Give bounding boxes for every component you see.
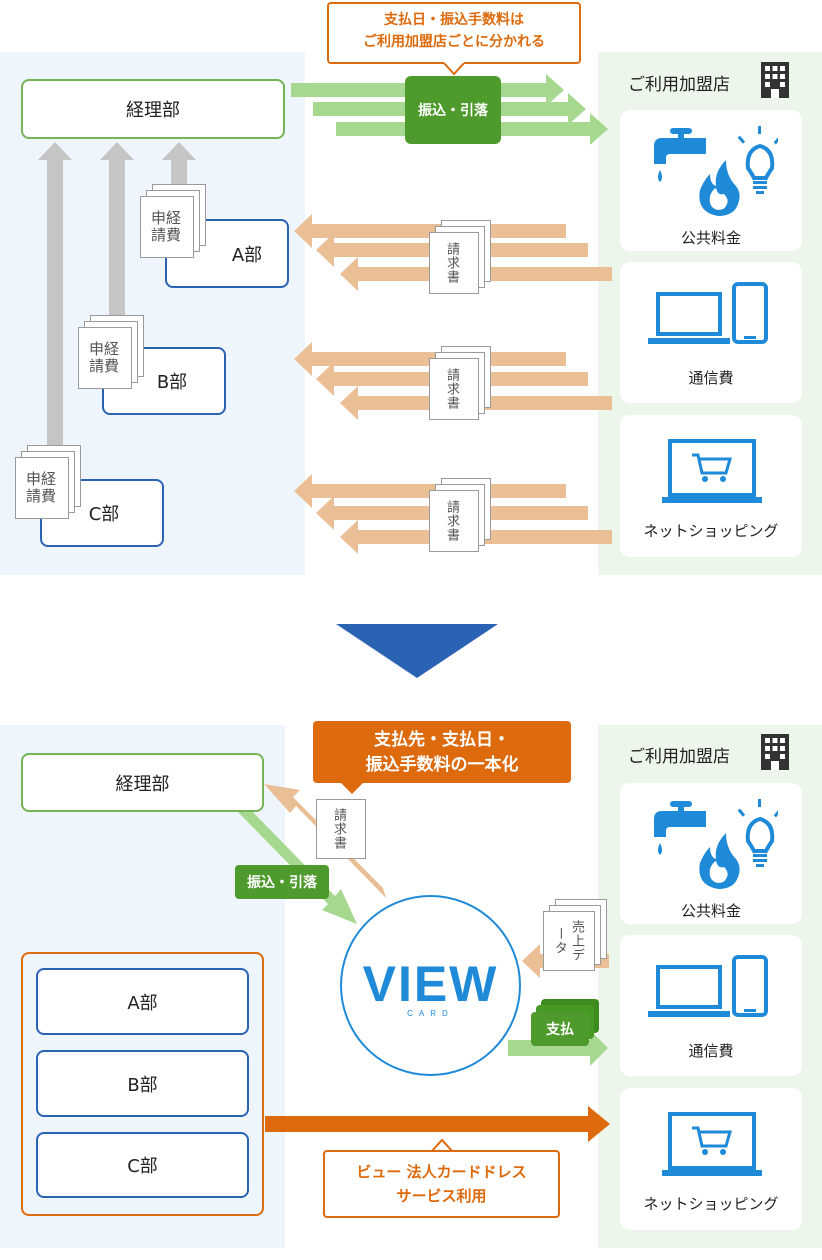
bottom-callout-pointer	[340, 782, 364, 794]
expense-doc-b-line1: 申経	[88, 340, 119, 358]
store-card-shopping-top: ネットショッピング	[620, 415, 802, 557]
building-icon	[761, 62, 789, 98]
expense-doc-c-line1: 申経	[25, 470, 56, 488]
store-card-telecom-top: 通信費	[620, 262, 802, 403]
laptop-phone-icon-bottom	[648, 955, 768, 1017]
department-c-box-bottom: C部	[36, 1132, 249, 1198]
invoice-doc-bottom-text: 請求書	[331, 808, 346, 850]
shopping-cart-laptop-icon	[662, 439, 762, 503]
building-icon-bottom	[761, 734, 789, 770]
expense-doc-a-line1: 申経	[150, 209, 181, 227]
stores-title-bottom: ご利用加盟店	[628, 747, 730, 767]
stores-title-top: ご利用加盟店	[628, 75, 730, 95]
laptop-phone-icon	[648, 282, 768, 344]
sales-data-col1: 売上	[569, 920, 584, 948]
bottom-callout-line2: 振込手数料の一本化	[365, 755, 519, 775]
shopping-cart-laptop-icon-bottom	[662, 1112, 762, 1176]
store-label-utilities-top: 公共料金	[680, 229, 741, 247]
utilities-icon-bottom	[654, 799, 778, 889]
department-a-box-bottom: A部	[36, 968, 249, 1035]
sales-data-text: 売上データ	[551, 915, 585, 967]
store-card-telecom-bottom: 通信費	[620, 935, 802, 1076]
cardless-callout-line2: サービス利用	[396, 1187, 487, 1205]
store-card-utilities-top: 公共料金	[620, 110, 802, 251]
store-label-utilities-bottom: 公共料金	[680, 902, 741, 920]
expense-arrow-b	[100, 142, 134, 318]
top-callout-line1: 支払日・振込手数料は	[384, 12, 524, 28]
sales-data-col2: データ	[552, 927, 584, 962]
invoice-arrow-a1	[294, 214, 566, 248]
store-label-shopping-bottom: ネットショッピング	[643, 1195, 779, 1213]
expense-arrow-c	[38, 142, 72, 445]
invoice-doc-a: 請求書	[429, 220, 493, 294]
store-label-telecom-bottom: 通信費	[688, 1042, 734, 1060]
invoice-doc-c: 請求書	[429, 478, 493, 552]
sales-data-doc: 売上データ	[543, 899, 607, 971]
top-callout-pointer	[442, 62, 466, 76]
cardless-callout: ビュー 法人カードドレス サービス利用	[323, 1150, 560, 1218]
invoice-doc-bottom: 請求書	[316, 799, 366, 859]
bottom-callout: 支払先・支払日・ 振込手数料の一本化	[313, 721, 571, 783]
view-card-sub: CARD	[407, 1009, 454, 1018]
accounting-box-bottom: 経理部	[21, 753, 264, 812]
payment-tag: 支払	[531, 1012, 589, 1046]
store-card-shopping-bottom: ネットショッピング	[620, 1088, 802, 1230]
expense-claim-doc-b: 申経 請費	[78, 315, 144, 389]
payment-arrow	[508, 1030, 608, 1066]
view-card-circle: VIEW CARD	[340, 895, 521, 1076]
transfer-tag-bottom: 振込・引落	[235, 865, 329, 899]
invoice-doc-b: 請求書	[429, 346, 493, 420]
cardless-arrow	[265, 1106, 610, 1142]
accounting-box-top: 経理部	[21, 79, 285, 139]
store-card-utilities-bottom: 公共料金	[620, 783, 802, 924]
top-callout-line2: ご利用加盟店ごとに分かれる	[363, 34, 545, 50]
department-b-box-bottom: B部	[36, 1050, 249, 1117]
cardless-callout-pointer	[430, 1138, 454, 1152]
expense-claim-doc-a: 申経 請費	[140, 184, 206, 258]
expense-claim-doc-c: 申経 請費	[15, 445, 81, 519]
invoice-doc-c-text: 請求書	[444, 500, 459, 542]
transition-arrow	[336, 624, 498, 678]
store-label-shopping-top: ネットショッピング	[643, 522, 779, 540]
expense-doc-a-line2: 請費	[150, 226, 181, 244]
cardless-callout-line1: ビュー 法人カードドレス	[356, 1163, 527, 1181]
view-card-logo: VIEW	[362, 956, 499, 1012]
utilities-icon	[654, 126, 778, 216]
departments-group	[21, 952, 264, 1216]
expense-doc-c-line2: 請費	[25, 487, 56, 505]
transfer-tag-top: 振込・引落	[405, 76, 501, 144]
bottom-callout-line1: 支払先・支払日・	[374, 730, 510, 750]
invoice-doc-a-text: 請求書	[444, 242, 459, 284]
invoice-to-accounting-arrow	[264, 784, 386, 898]
invoice-doc-b-text: 請求書	[444, 368, 459, 410]
expense-doc-b-line2: 請費	[88, 357, 119, 375]
store-label-telecom-top: 通信費	[688, 369, 734, 387]
expense-arrow-a	[162, 142, 196, 185]
top-callout: 支払日・振込手数料は ご利用加盟店ごとに分かれる	[327, 2, 581, 64]
